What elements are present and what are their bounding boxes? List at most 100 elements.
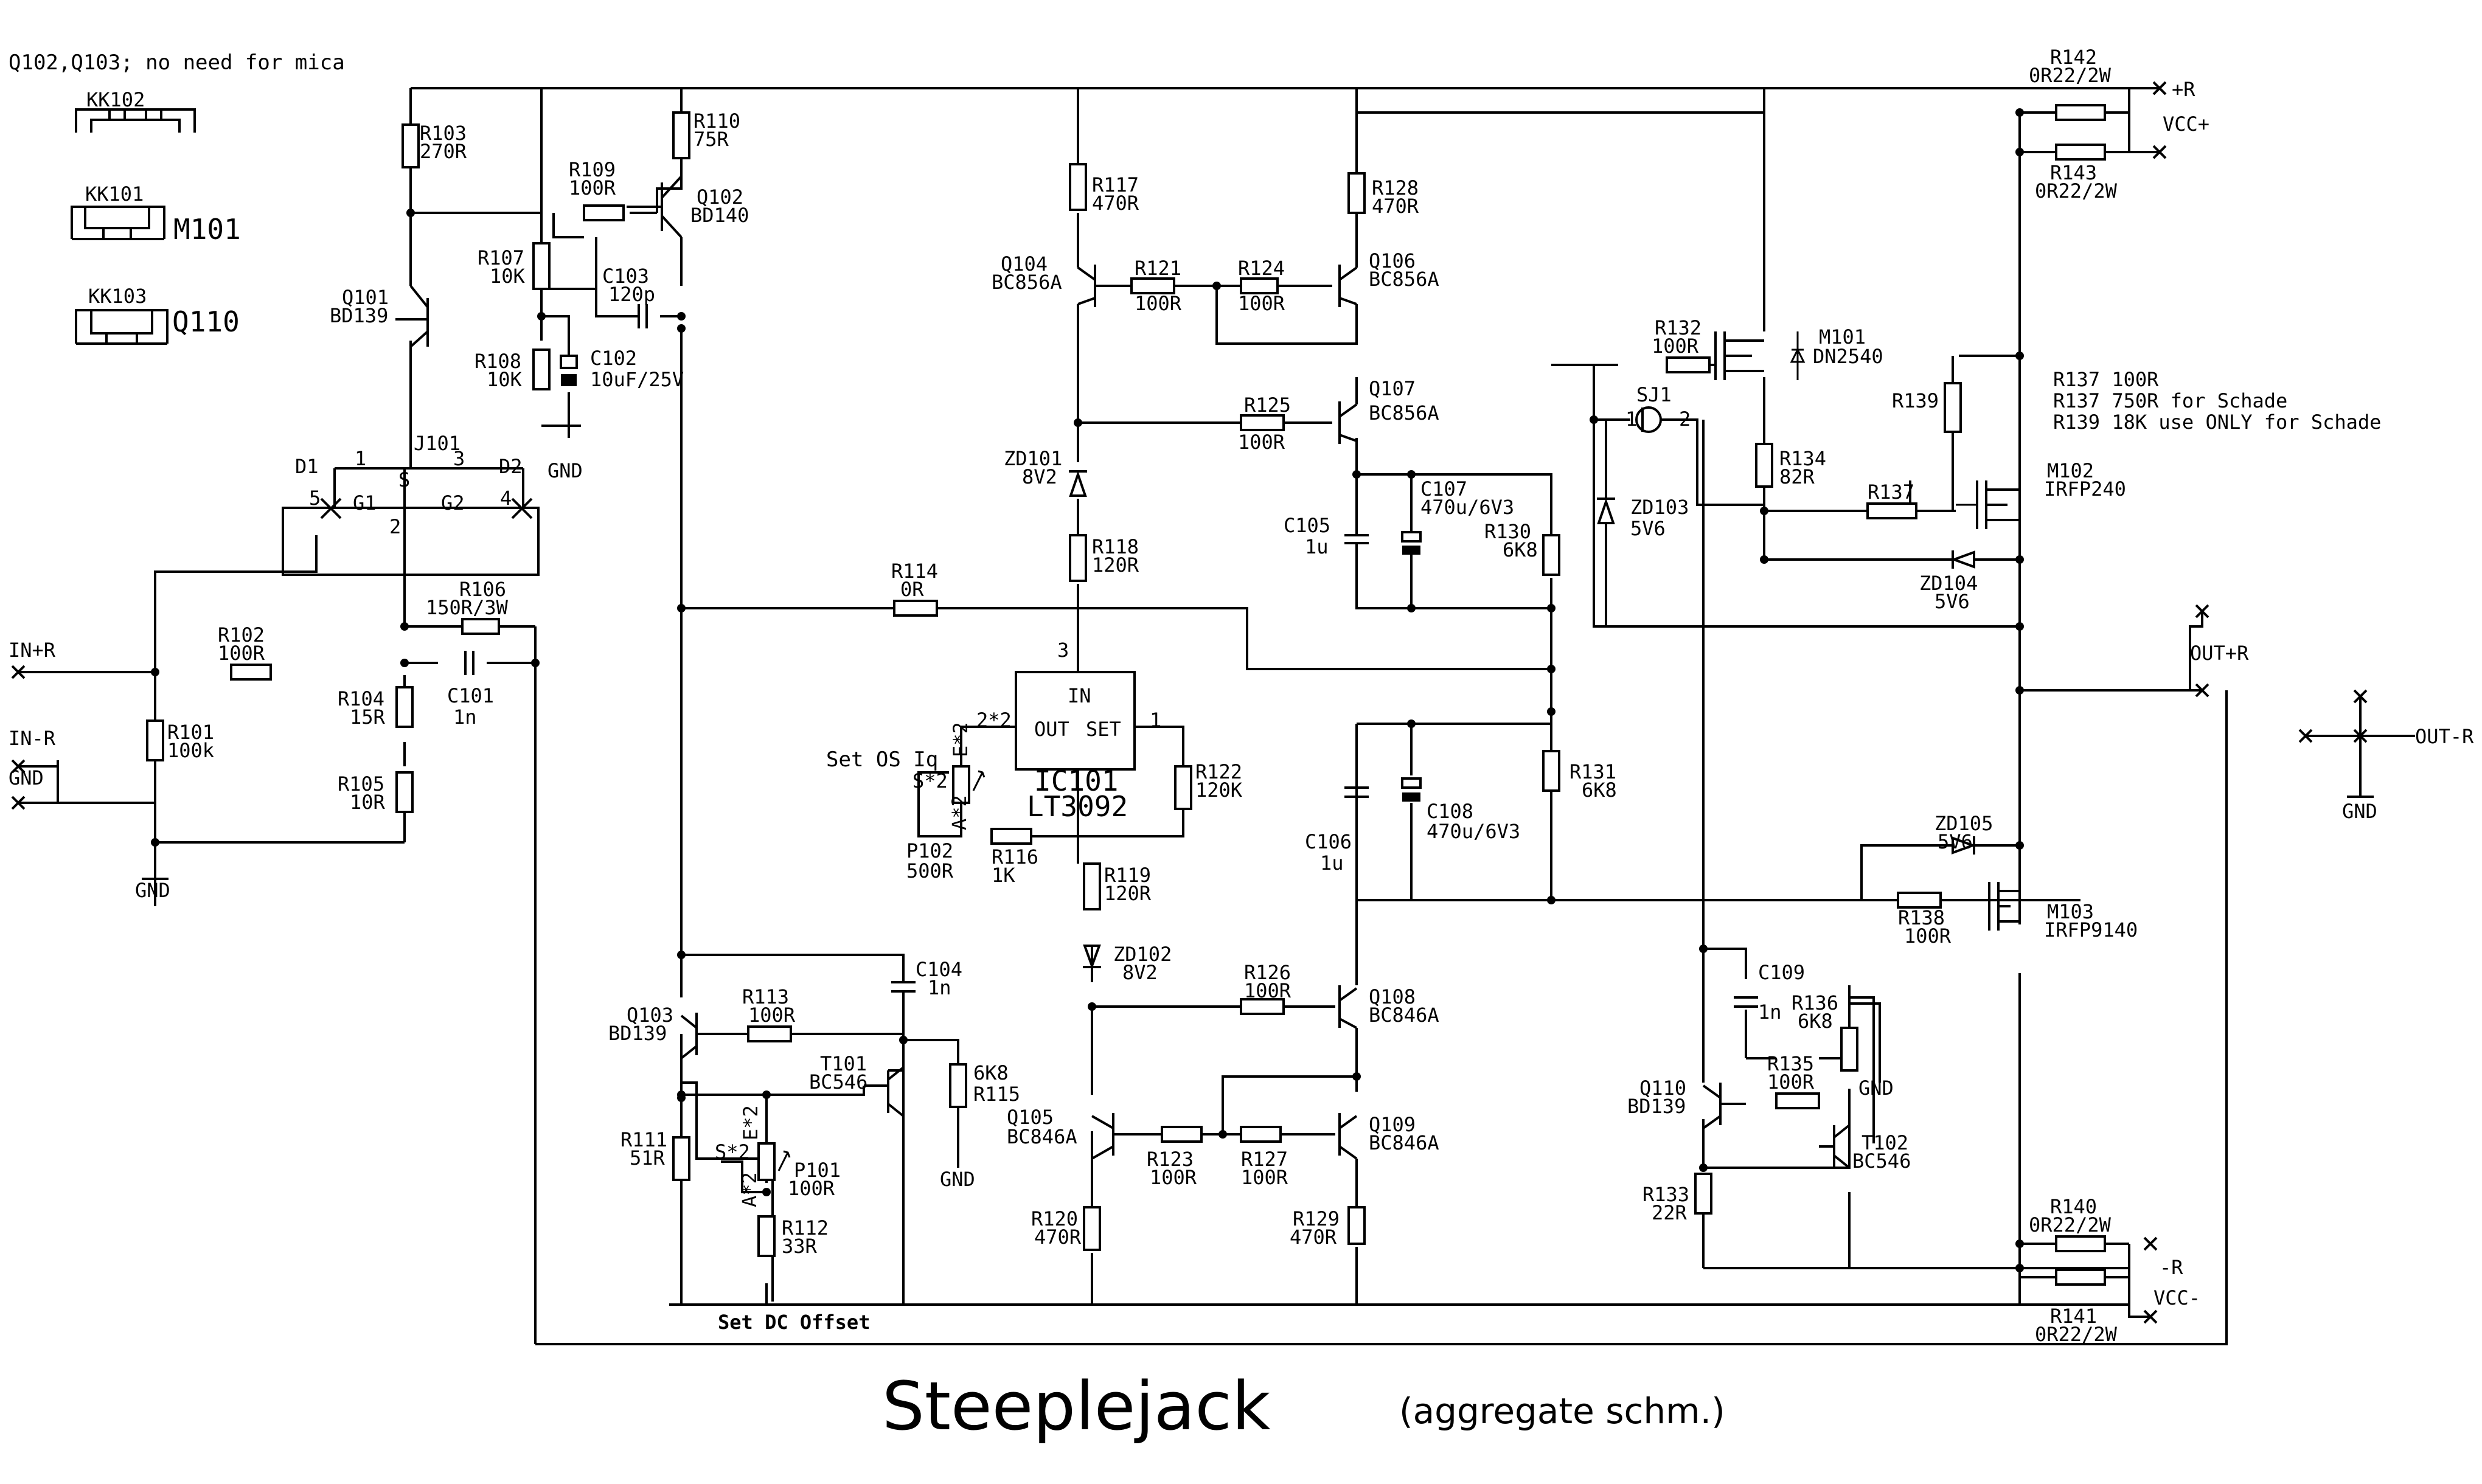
label-name: R104	[338, 687, 384, 710]
heatsink-label: KK101	[85, 182, 144, 206]
label-value: 500R	[906, 859, 954, 882]
label-name: R136	[1792, 991, 1838, 1014]
label-name: R105	[338, 772, 384, 796]
label-name: T102	[1861, 1131, 1908, 1154]
label-name: R112	[782, 1216, 829, 1240]
ground-label: GND	[135, 879, 170, 902]
label-name: R101	[167, 721, 214, 744]
resistor-r134: R134 82R	[1755, 443, 1826, 488]
label-name: R120	[1031, 1207, 1078, 1230]
resistor-r126: R126 100R	[1240, 961, 1291, 1015]
label-value: 6K8	[1503, 538, 1538, 561]
label-name: R109	[569, 158, 616, 181]
label-name: R119	[1104, 864, 1151, 887]
heatsink-label: KK103	[88, 285, 147, 308]
pot-s: S*2	[715, 1140, 750, 1163]
label-value: 100R	[218, 642, 265, 665]
port-vcc-minus-r: -R	[2143, 1236, 2183, 1279]
label-value: 22R	[1652, 1201, 1688, 1224]
label-value: BC846A	[1007, 1125, 1077, 1148]
label-name: R115	[973, 1083, 1020, 1106]
label-value: 6K8	[1582, 778, 1617, 802]
capacitor-c105: C105 1u	[1284, 474, 1369, 608]
label-name: R116	[992, 845, 1038, 869]
resistor-r101: R101 100k	[146, 672, 214, 762]
label-name: R130	[1484, 520, 1531, 543]
port-label: IN+R	[9, 639, 56, 662]
label-value: BC856A	[1369, 401, 1439, 425]
label-name: R139	[1892, 389, 1939, 412]
zener-zd104: ZD104 5V6	[1919, 550, 1978, 613]
resistor-r107: R107 10K	[478, 242, 551, 290]
solder-jumper-sj1: SJ1 1 2	[1625, 383, 1691, 433]
port-out-plus: OUT+R	[2189, 604, 2249, 698]
capacitor-c109: C109 1n	[1734, 961, 1805, 1024]
label-name: Q103	[627, 1004, 673, 1027]
set-os-label: Set OS Iq	[826, 747, 938, 772]
label-name: R103	[420, 122, 467, 145]
resistor-r124: R124 100R	[1238, 257, 1285, 315]
resistor-r103: R103 270R	[401, 122, 467, 168]
label-value: 120p	[608, 283, 655, 306]
label-value: 51R	[630, 1146, 666, 1170]
label-name: C105	[1284, 514, 1330, 537]
label-value: 100R	[788, 1177, 835, 1200]
jfet-p4: 4	[500, 487, 512, 510]
port-vcc-plus: VCC+	[2129, 113, 2209, 159]
zener-zd105: ZD105 5V6	[1934, 812, 1993, 855]
label-value: 75R	[693, 128, 729, 151]
potentiometer-p102: Set OS Iq S*2 E*2 A*2 P102 500R	[826, 722, 985, 882]
label-value: 100R	[748, 1004, 796, 1027]
label-name: C101	[447, 684, 494, 707]
resistor-r104: R104 15R	[338, 686, 414, 729]
mosfet-m102: M102 IRFP240	[1956, 459, 2126, 529]
note-mica: Q102,Q103; no need for mica	[9, 50, 345, 75]
label-value: 6K8	[973, 1061, 1009, 1084]
jfet-p1: 1	[355, 447, 366, 470]
heatsink-target: Q110	[172, 305, 240, 338]
ic-pin-in: IN	[1068, 684, 1091, 707]
label-name: R142	[2050, 46, 2097, 69]
port-vcc-minus: VCC-	[2128, 1277, 2200, 1324]
resistor-r138: R138 100R	[1897, 892, 1952, 948]
label-value: BC546	[809, 1070, 867, 1094]
port-label: -R	[2160, 1256, 2183, 1279]
label-value: 15R	[350, 706, 386, 729]
port-label: VCC+	[2163, 113, 2209, 136]
label-name: R126	[1244, 961, 1291, 984]
label-name: R107	[478, 246, 524, 269]
label-name: R135	[1767, 1052, 1814, 1075]
resistor-r102: R102 100R	[218, 623, 272, 681]
label-value: 5V6	[1938, 830, 1973, 853]
capacitor-c103: C103 120p	[602, 265, 655, 328]
jfet-p3: 3	[453, 447, 465, 470]
jfet-name: J101	[414, 432, 461, 455]
mosfet-m103: M103 IRFP9140	[1988, 882, 2138, 941]
resistor-r114: R114 0R	[891, 560, 938, 617]
label-value: 10uF/25V	[590, 368, 684, 391]
pot-a: A*2	[738, 1172, 761, 1207]
label-value: 150R/3W	[426, 596, 509, 619]
heatsink-label: KK102	[86, 88, 145, 111]
label-value: 1n	[1758, 1000, 1782, 1024]
transistor-q107: Q107 BC856A	[1338, 377, 1439, 474]
ground-label: GND	[548, 459, 583, 482]
label-value: IRFP240	[2044, 477, 2126, 501]
label-name: C103	[602, 265, 649, 288]
port-label: GND	[2342, 800, 2377, 823]
label-name: Q108	[1369, 985, 1416, 1008]
label-name: R114	[891, 560, 938, 583]
ground-symbol: GND	[135, 842, 170, 902]
label-name: R123	[1147, 1148, 1194, 1171]
resistor-r140: R140 0R22/2W	[2029, 1195, 2112, 1252]
output-wiring	[1357, 88, 2202, 1305]
label-value: BD140	[690, 204, 749, 227]
label-name: Q110	[1639, 1077, 1686, 1100]
label-name: R124	[1238, 257, 1285, 280]
label-value: 100k	[167, 739, 214, 762]
label-name: M101	[1819, 325, 1866, 348]
note-line: R139 18K use ONLY for Schade	[2053, 411, 2381, 434]
label-name: Q101	[342, 286, 389, 309]
label-value: BC846A	[1369, 1131, 1439, 1154]
ic101-block: IN OUT SET IC101 LT3092 3 1 2*2	[917, 629, 1184, 864]
